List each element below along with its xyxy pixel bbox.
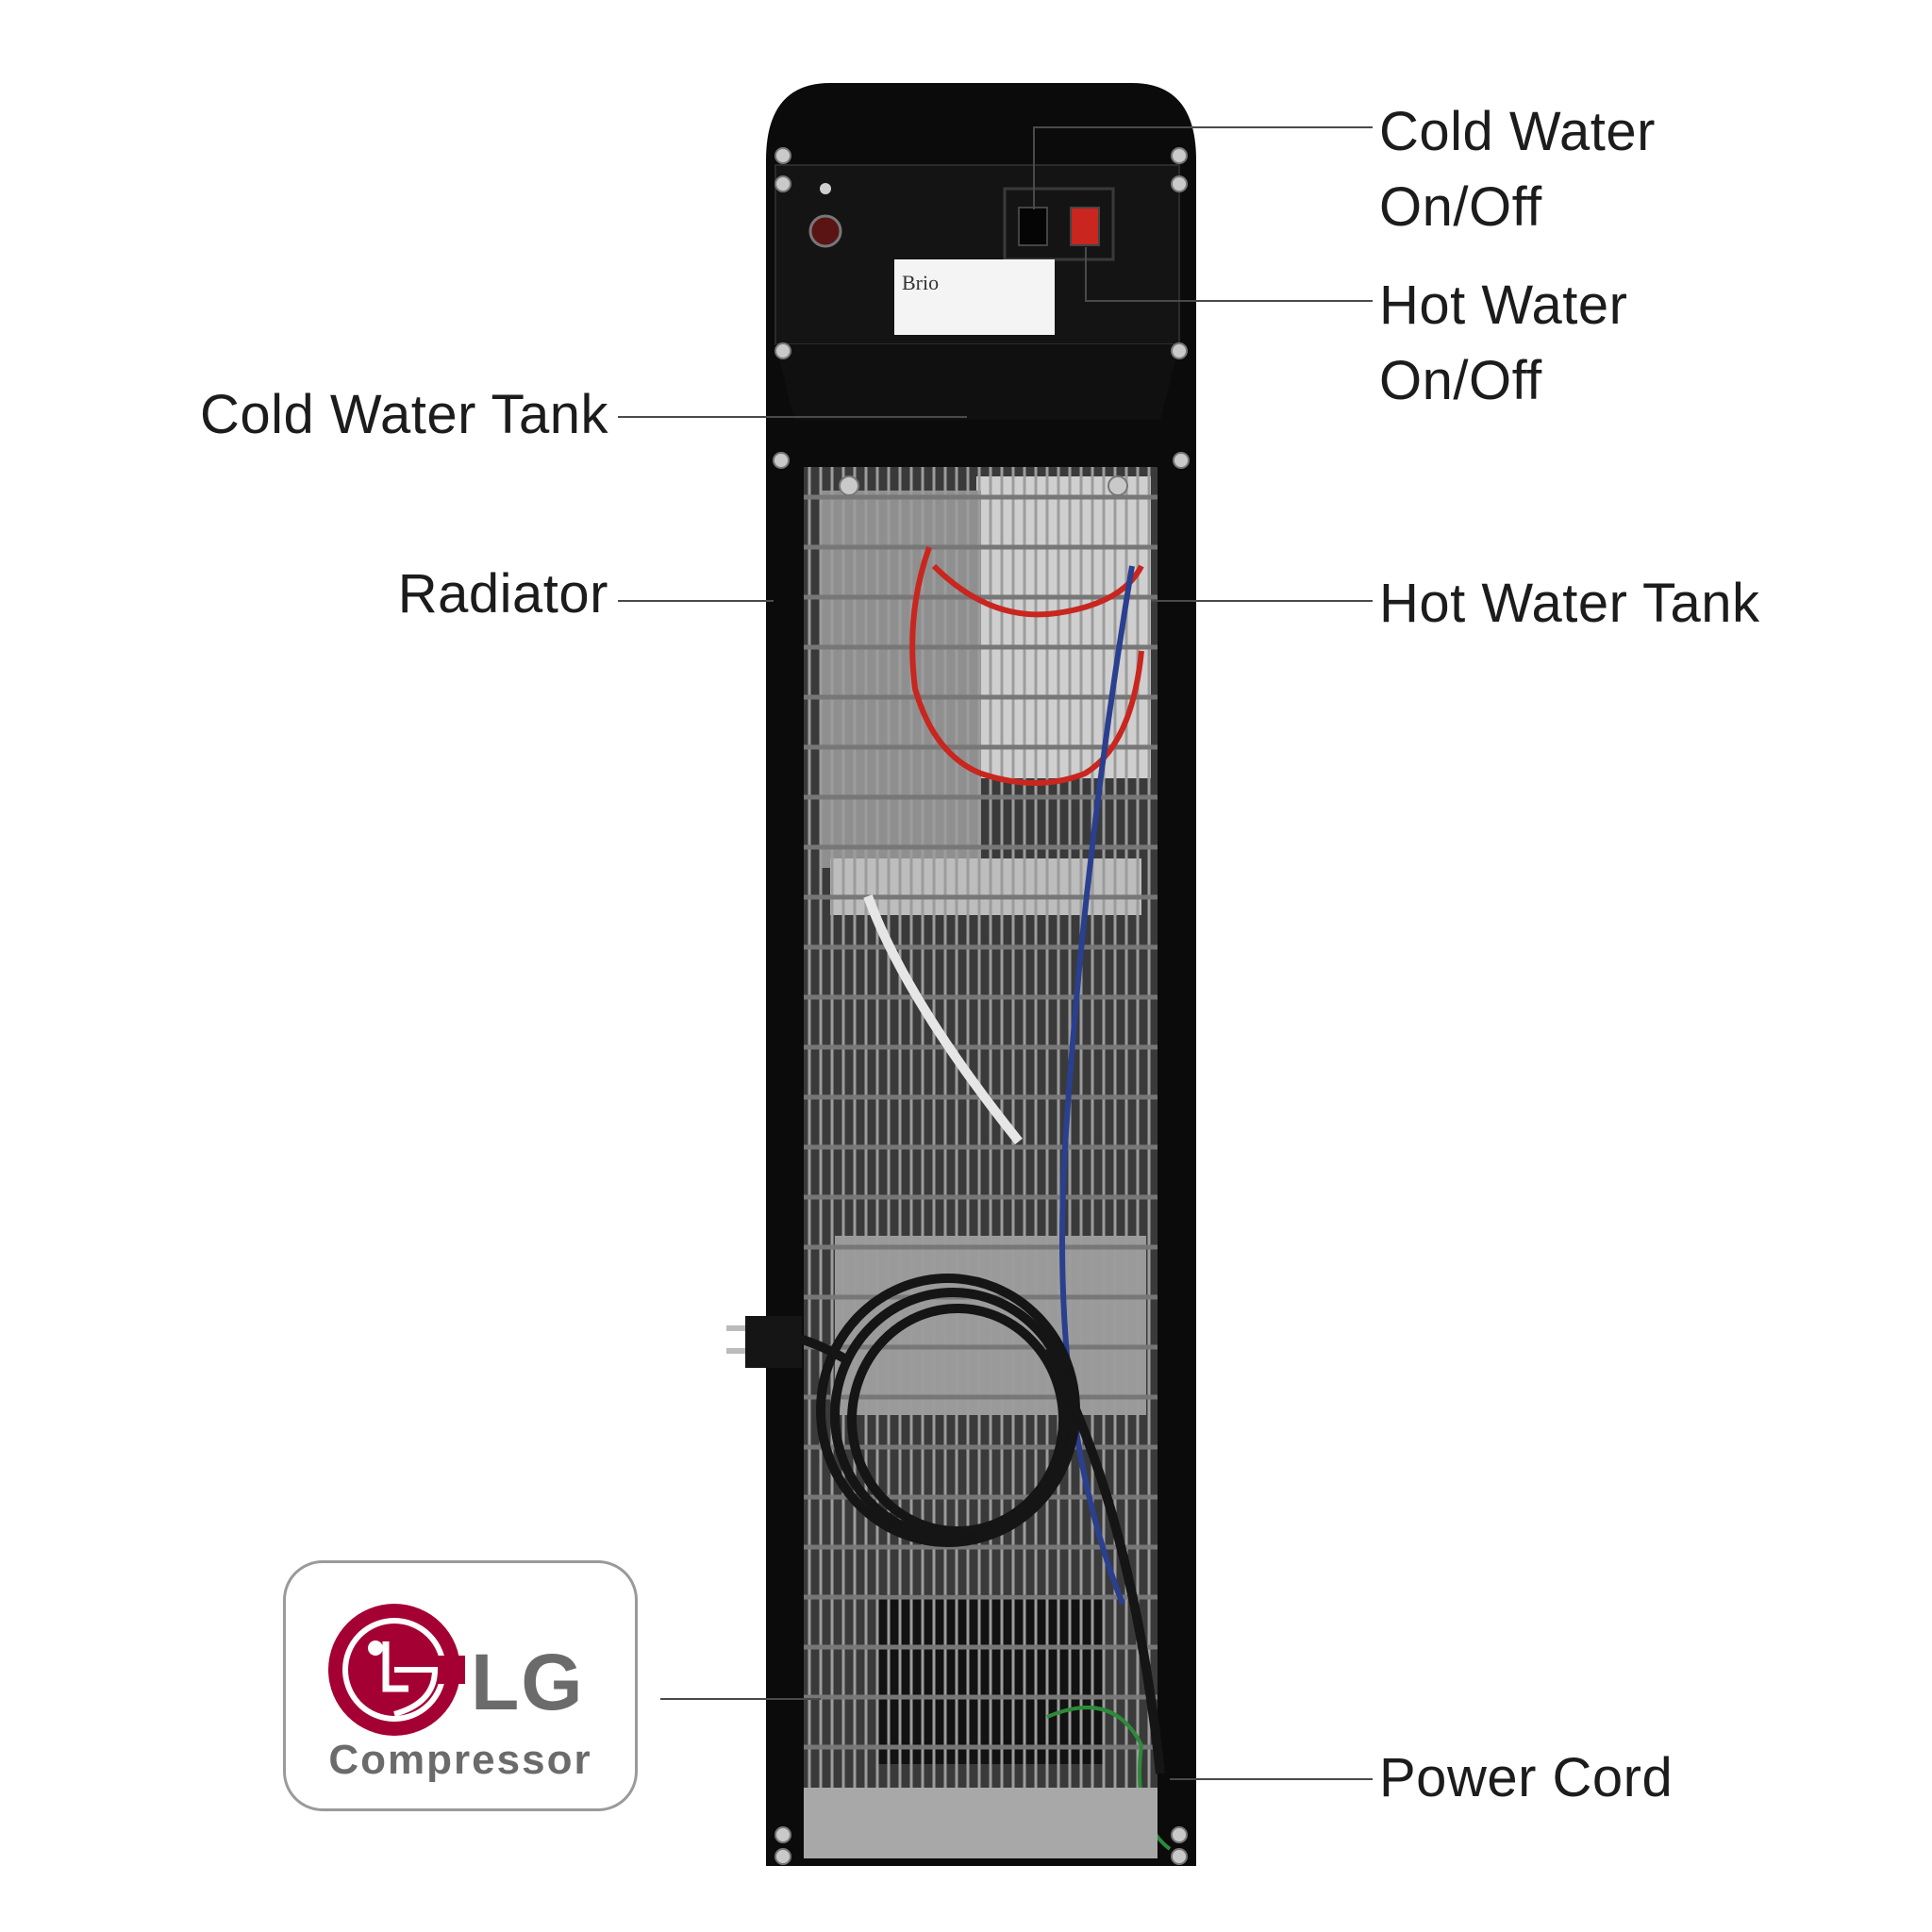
white-tube — [863, 894, 1023, 1145]
leader-hot-water-switch-v — [1085, 247, 1087, 302]
leader-power-cord — [1170, 1778, 1373, 1780]
label-cold-water-line1: Cold Water — [1379, 101, 1656, 162]
lg-brand-text: LG — [471, 1638, 585, 1726]
red-wire — [909, 545, 1144, 786]
lg-logo-icon — [328, 1604, 465, 1736]
label-hot-water-tank: Hot Water Tank — [1379, 573, 1760, 634]
rear-panel — [775, 344, 1179, 420]
label-power-cord: Power Cord — [1379, 1747, 1674, 1808]
label-radiator: Radiator — [397, 563, 608, 625]
base-plate — [804, 1788, 1158, 1858]
cold-switch — [1018, 207, 1048, 246]
screws — [773, 147, 1190, 1865]
power-cord-coil — [782, 1274, 1165, 1774]
leader-cold-water-switch-v — [1033, 126, 1035, 209]
hot-switch — [1070, 207, 1100, 246]
rating-plate-brand: Brio — [902, 271, 940, 294]
label-hot-water-line2: On/Off — [1379, 350, 1542, 411]
power-plug — [745, 1316, 802, 1368]
label-hot-water-switch: Hot Water On/Off — [1379, 268, 1627, 419]
label-cold-water-line2: On/Off — [1379, 176, 1542, 238]
label-cold-water-tank: Cold Water Tank — [199, 384, 608, 445]
blue-wire — [1059, 565, 1135, 1606]
leader-radiator — [618, 600, 774, 602]
grille-horizontal — [804, 467, 1158, 1788]
label-cold-water-switch: Cold Water On/Off — [1379, 94, 1656, 245]
label-hot-water-line1: Hot Water — [1379, 275, 1628, 336]
rating-plate: Brio — [894, 259, 1055, 335]
leader-cold-water-tank — [618, 416, 967, 418]
leader-hot-water-switch-h — [1085, 300, 1373, 302]
red-wire-2 — [931, 563, 1144, 618]
leader-compressor — [660, 1698, 821, 1700]
leader-cold-water-switch-h — [1033, 126, 1373, 128]
lg-compressor-badge: LG Compressor — [283, 1560, 638, 1811]
compressor-caption: Compressor — [328, 1737, 592, 1783]
switch-housing — [1003, 187, 1115, 261]
reset-button — [808, 214, 842, 248]
leader-hot-water-tank — [1151, 600, 1373, 602]
